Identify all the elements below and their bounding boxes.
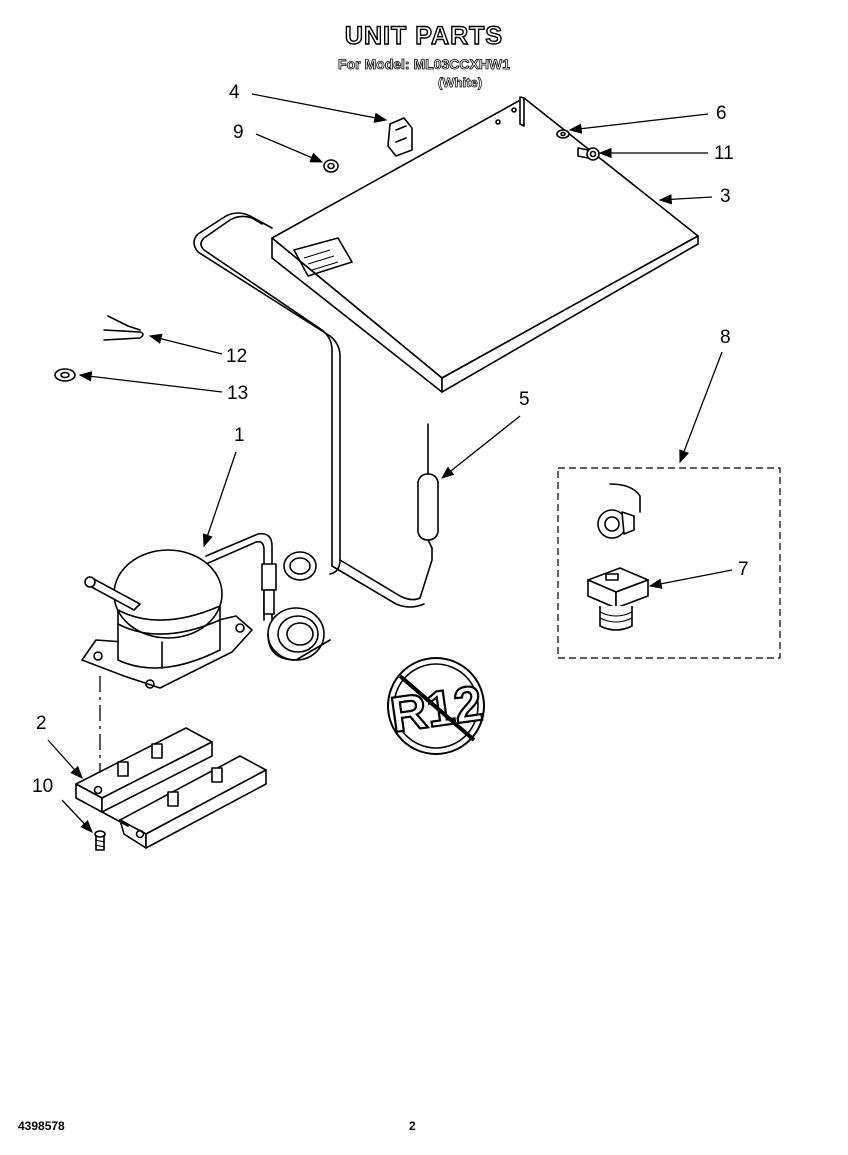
part-7-relay [587, 567, 649, 631]
part-4-clip [387, 117, 413, 157]
part-6-washer [556, 129, 570, 139]
refrigerant-tubing [193, 212, 433, 661]
part-5-sensing-bulb [417, 423, 439, 549]
page-title: UNIT PARTS [344, 21, 504, 50]
callout-3: 3 [720, 186, 731, 207]
callout-13: 13 [227, 383, 249, 404]
callout-11: 11 [714, 143, 734, 164]
page-number: 2 [409, 1119, 416, 1133]
callout-8: 8 [720, 327, 731, 348]
callout-4: 4 [229, 82, 240, 103]
callout-7: 7 [738, 559, 749, 580]
callout-9: 9 [233, 122, 244, 143]
part-13-washer [54, 368, 76, 382]
refrigerant-logo: R12 [386, 657, 487, 755]
part-9-grommet [323, 159, 339, 173]
callout-2: 2 [36, 713, 47, 734]
part-1-compressor [81, 549, 253, 689]
part-12-clip [103, 315, 144, 341]
callout-1: 1 [234, 425, 245, 446]
color-line: (White) [438, 75, 483, 91]
callout-10: 10 [32, 776, 54, 797]
part-2-base-rails [75, 727, 267, 849]
part-8-component-box [557, 467, 781, 659]
callout-12: 12 [226, 346, 248, 367]
leader-arrows [47, 93, 733, 833]
part-10-screw [94, 830, 106, 851]
part-11-screw [577, 147, 600, 161]
callout-5: 5 [519, 389, 530, 410]
callout-6: 6 [716, 103, 727, 124]
document-number: 4398578 [18, 1119, 65, 1133]
model-line: For Model: ML03CCXHW1 [338, 56, 511, 73]
part-3-mounting-plate [271, 96, 699, 393]
